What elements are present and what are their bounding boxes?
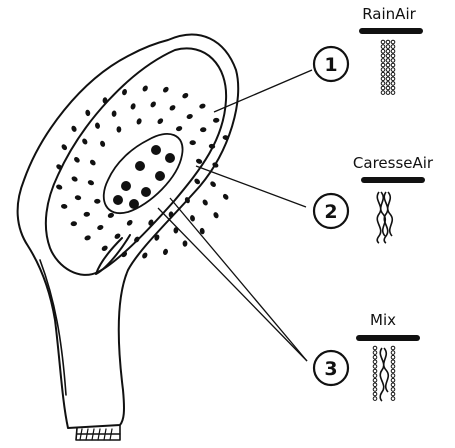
nozzle-dot bbox=[73, 156, 81, 164]
nozzle-dot bbox=[189, 215, 195, 222]
nozzle-dot bbox=[142, 85, 149, 93]
nozzle-dot bbox=[112, 110, 117, 117]
shower-head-illustration bbox=[18, 35, 239, 440]
nozzle-dot bbox=[70, 125, 77, 133]
nozzle-dot bbox=[83, 212, 90, 217]
mode-3-label: Mix bbox=[370, 311, 396, 329]
nozzle-dot bbox=[169, 104, 177, 112]
nozzle-dot bbox=[213, 118, 220, 123]
mode-3-number: 3 bbox=[324, 358, 337, 380]
nozzle-dot bbox=[101, 245, 109, 252]
nozzle-dot bbox=[71, 175, 79, 182]
mode-1-head-bar bbox=[359, 28, 423, 34]
mode-2-label: CaresseAir bbox=[353, 154, 434, 172]
nozzle-dot bbox=[147, 219, 154, 227]
nozzle-dot bbox=[149, 100, 157, 108]
nozzle-dot bbox=[130, 103, 137, 111]
nozzle-dot bbox=[186, 113, 194, 120]
nozzle-dot bbox=[55, 184, 63, 191]
nozzle-dot bbox=[61, 204, 68, 210]
nozzle-dot bbox=[182, 240, 187, 247]
nozzle-dot bbox=[94, 199, 100, 204]
center-nozzle bbox=[129, 199, 139, 209]
nozzle-dot bbox=[199, 103, 207, 110]
nozzle-dot bbox=[141, 252, 148, 260]
nozzle-dot bbox=[55, 163, 63, 171]
handle-outline bbox=[18, 35, 239, 428]
mode-2: 2 CaresseAir bbox=[314, 154, 434, 243]
nozzle-dot bbox=[85, 109, 91, 116]
nozzle-dot bbox=[117, 126, 122, 132]
nozzle-dot bbox=[74, 195, 81, 201]
center-nozzle bbox=[121, 181, 131, 191]
mode-1-number: 1 bbox=[324, 54, 337, 76]
mode-2-head-bar bbox=[361, 177, 425, 183]
nozzle-dot bbox=[162, 248, 168, 255]
leader-line-3a bbox=[158, 208, 307, 361]
center-nozzle bbox=[135, 161, 145, 171]
caresse-spray-icon bbox=[377, 192, 392, 243]
nozzle-dot bbox=[121, 88, 127, 95]
mix-spray-icon bbox=[373, 346, 395, 401]
center-nozzle bbox=[155, 171, 165, 181]
nozzle-dot bbox=[190, 140, 196, 145]
nozzle-dot bbox=[70, 221, 77, 226]
central-nozzles bbox=[113, 145, 175, 209]
nozzle-dot bbox=[60, 143, 68, 151]
nozzle-dot bbox=[202, 199, 209, 207]
leader-line-3b bbox=[170, 198, 307, 361]
center-nozzle bbox=[165, 153, 175, 163]
nozzle-dot bbox=[89, 159, 97, 167]
nozzle-dot bbox=[99, 140, 106, 148]
rain-spray-icon bbox=[381, 40, 395, 94]
mode-1-label: RainAir bbox=[362, 5, 416, 23]
nozzle-dot bbox=[136, 118, 143, 126]
nozzle-dot bbox=[84, 235, 92, 242]
center-nozzle bbox=[151, 145, 161, 155]
nozzle-dot bbox=[193, 177, 201, 185]
nozzle-dot bbox=[96, 224, 104, 231]
nozzle-dot bbox=[222, 193, 230, 201]
nozzle-dot bbox=[81, 138, 88, 146]
mode-3-head-bar bbox=[356, 335, 420, 341]
nozzle-dot bbox=[181, 92, 189, 99]
mode-3: 3 Mix bbox=[314, 311, 420, 401]
nozzle-dot bbox=[94, 122, 100, 129]
leader-line-1 bbox=[214, 70, 312, 112]
nozzle-dot bbox=[87, 179, 95, 186]
nozzle-dot bbox=[212, 211, 219, 219]
mode-1: 1 RainAir bbox=[314, 5, 423, 94]
nozzle-dot bbox=[156, 117, 164, 125]
center-nozzle bbox=[113, 195, 123, 205]
nozzle-dot bbox=[162, 86, 170, 94]
nozzle-dot bbox=[169, 211, 174, 217]
mode-2-number: 2 bbox=[324, 201, 337, 223]
nozzle-dot bbox=[126, 219, 134, 227]
spray-nozzles bbox=[55, 85, 229, 260]
nozzle-dot bbox=[175, 125, 183, 132]
center-nozzle bbox=[141, 187, 151, 197]
nozzle-dot bbox=[209, 180, 217, 188]
nozzle-dot bbox=[200, 127, 207, 132]
